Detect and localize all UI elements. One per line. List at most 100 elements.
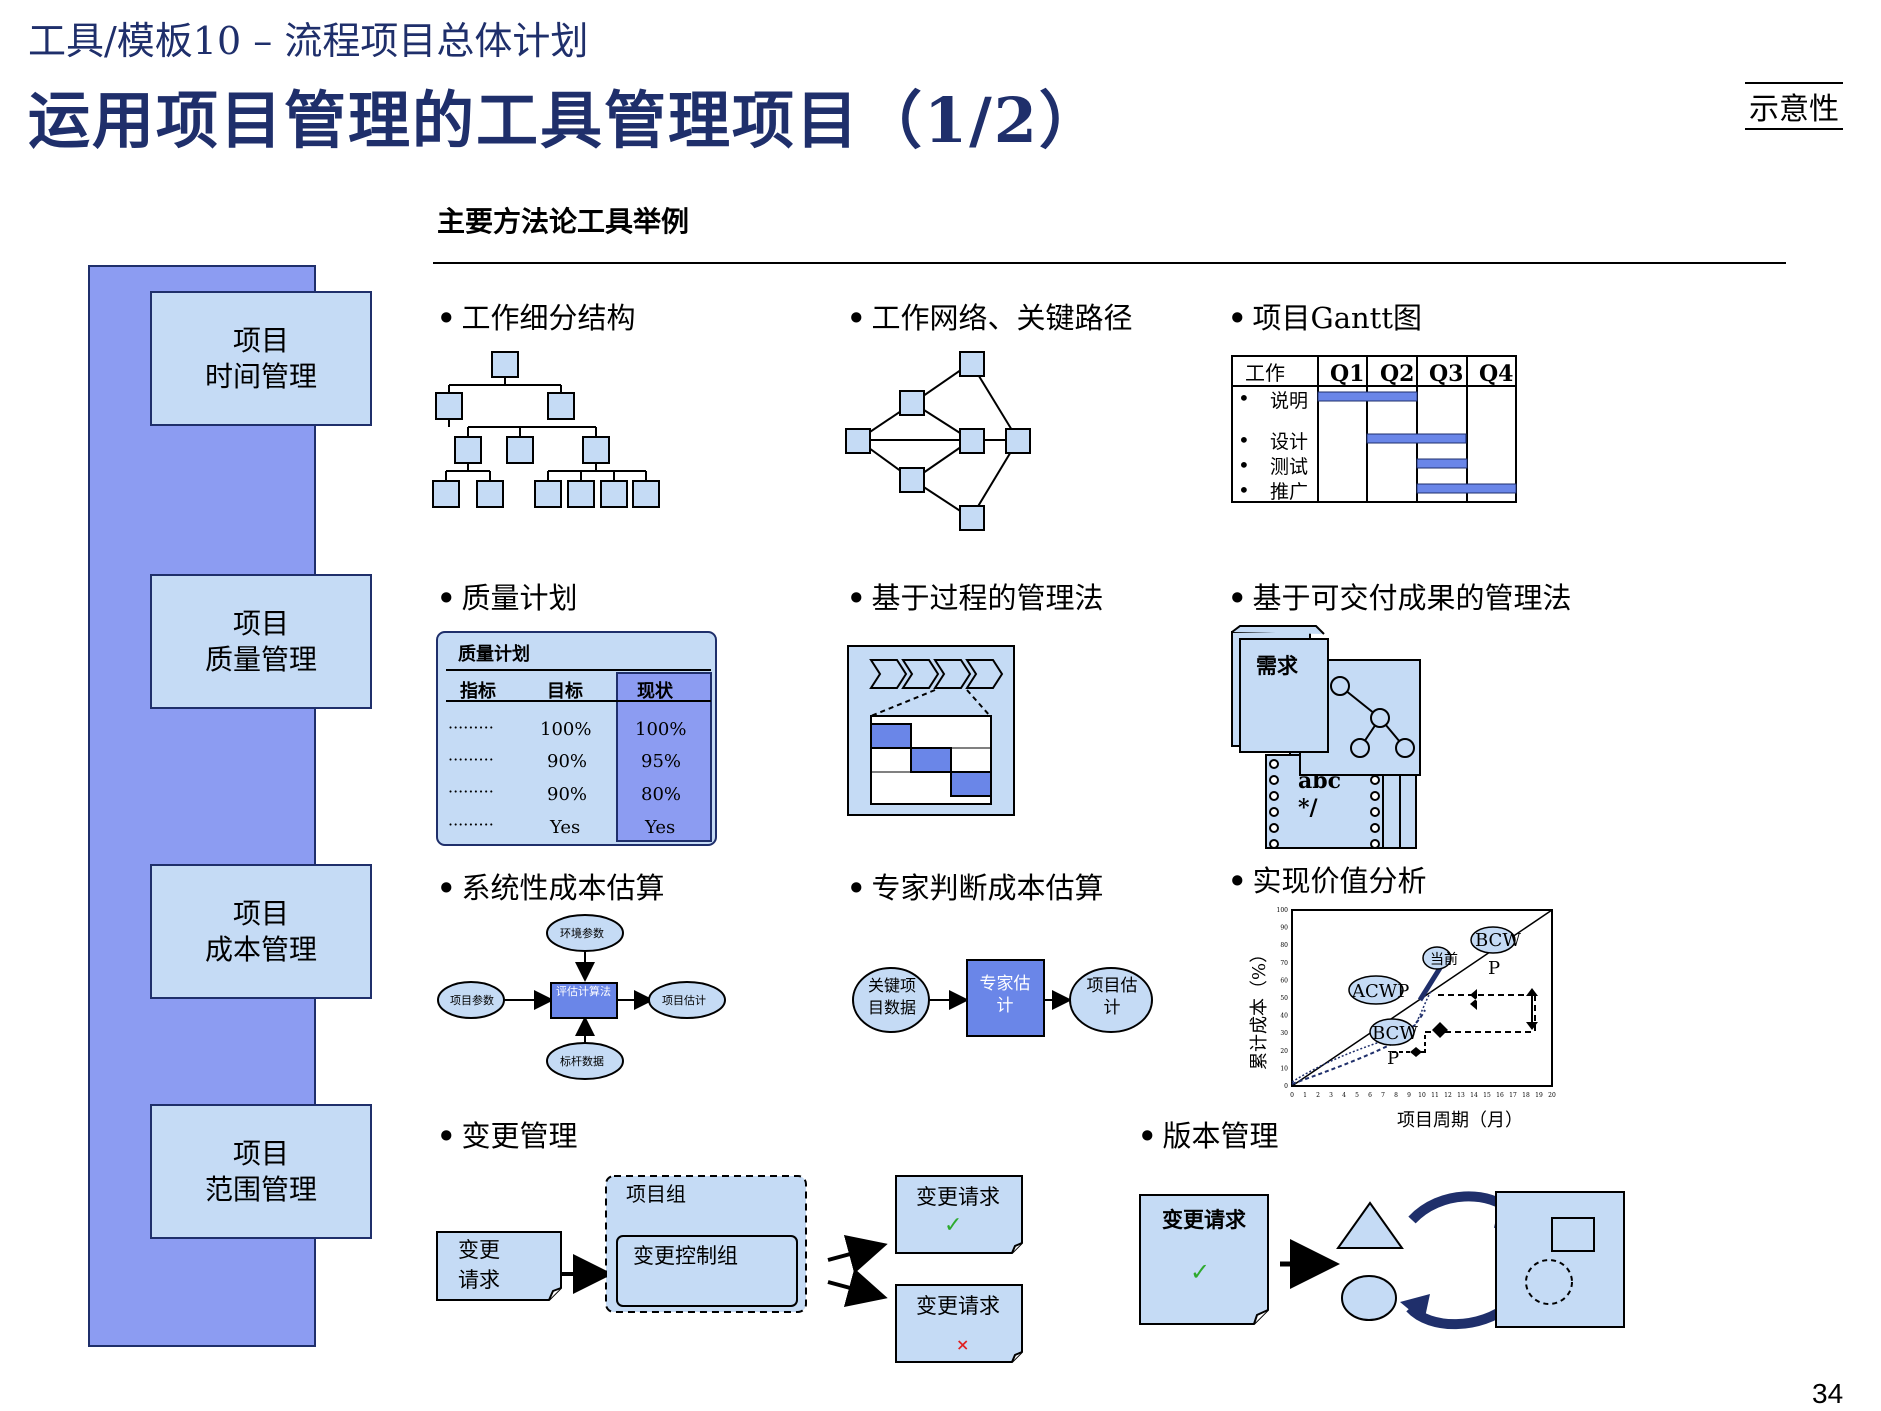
quality-header: 指标 [460, 680, 496, 702]
quality-cell: 95% [641, 751, 681, 772]
quality-header: 目标 [547, 680, 583, 702]
quality-cell: 80% [641, 784, 681, 805]
category-label: 项目 [232, 1136, 289, 1170]
check-icon: ✓ [944, 1213, 962, 1238]
tool-heading-version: •版本管理 [1138, 1119, 1279, 1153]
ev-x-tick: 15 [1483, 1092, 1491, 1099]
outcome-request-approved: 变更请求 [916, 1185, 1000, 1209]
gantt-header-q2: Q2 [1380, 361, 1414, 387]
deliverable-diagram: abc */ 需求 [1231, 625, 1421, 849]
wbs-diagram [432, 351, 660, 508]
ev-x-tick: 19 [1535, 1092, 1543, 1099]
tool-heading-change: •变更管理 [437, 1119, 578, 1153]
gantt-header-q1: Q1 [1330, 361, 1364, 387]
ev-x-tick: 6 [1368, 1092, 1372, 1099]
category-quality: 项目 质量管理 [150, 574, 372, 709]
svg-text:•: • [1238, 453, 1250, 477]
ev-y-tick: 0 [1284, 1083, 1288, 1090]
quality-table-title: 质量计划 [458, 643, 530, 665]
ev-y-tick: 40 [1280, 1013, 1288, 1020]
change-management-diagram: 变更 请求 项目组 变更控制组 变更请求 ✓ 变更请求 × [436, 1175, 1023, 1363]
illustrative-badge: 示意性 [1745, 82, 1843, 130]
cross-icon: × [956, 1335, 969, 1354]
category-label: 项目 [232, 323, 289, 357]
ev-x-tick: 10 [1418, 1092, 1426, 1099]
category-scope: 项目 范围管理 [150, 1104, 372, 1239]
gantt-header-q4: Q4 [1479, 361, 1513, 387]
quality-cell: 100% [635, 719, 686, 740]
category-cost: 项目 成本管理 [150, 864, 372, 999]
ev-x-tick: 3 [1329, 1092, 1333, 1099]
svg-text:•: • [1238, 386, 1250, 410]
tool-heading-earned-value: •实现价值分析 [1228, 864, 1427, 898]
ev-x-tick: 12 [1444, 1092, 1452, 1099]
ev-x-tick: 17 [1509, 1092, 1517, 1099]
quality-cell: ········· [448, 782, 494, 801]
requirement-doc-label: 需求 [1256, 653, 1298, 678]
gantt-header-q3: Q3 [1429, 361, 1463, 387]
tool-heading-wbs: •工作细分结构 [437, 301, 636, 335]
node-label: 项目估计 [1086, 976, 1138, 1018]
tool-heading-expert-cost: •专家判断成本估算 [847, 871, 1104, 905]
gantt-row-label: 测试 [1270, 456, 1308, 478]
section-divider [433, 262, 1786, 264]
ev-label-note: 当前 [1430, 951, 1458, 968]
check-icon: ✓ [1190, 1258, 1210, 1286]
ev-x-tick: 1 [1303, 1092, 1307, 1099]
change-board-label: 变更控制组 [633, 1244, 738, 1268]
ev-x-tick: 0 [1290, 1092, 1294, 1099]
node-label: 评估计算法 [556, 985, 611, 998]
ev-y-tick: 90 [1280, 925, 1288, 932]
process-diagram [847, 645, 1015, 816]
code-label: */ [1298, 795, 1319, 821]
quality-cell: ········· [448, 718, 494, 737]
ev-ylabel: 累计成本（%） [1249, 945, 1270, 1070]
quality-cell: Yes [644, 817, 675, 838]
ev-x-tick: 20 [1548, 1092, 1556, 1099]
ev-x-tick: 14 [1470, 1092, 1478, 1099]
quality-cell: 90% [547, 784, 587, 805]
ev-label-bcwp-suffix: P [1387, 1048, 1399, 1069]
gantt-row-label: 说明 [1270, 390, 1308, 412]
project-team-label: 项目组 [626, 1182, 686, 1206]
ev-y-tick: 70 [1280, 960, 1288, 967]
gantt-chart: 工作 Q1 Q2 Q3 Q4 •说明 •设计 •测试 •推广 [1231, 355, 1517, 503]
ev-y-tick: 60 [1280, 977, 1288, 984]
category-label: 项目 [232, 896, 289, 930]
ev-y-tick: 100 [1277, 907, 1289, 914]
network-diagram [845, 351, 1031, 531]
tool-heading-systematic-cost: •系统性成本估算 [437, 871, 665, 905]
quality-cell: ········· [448, 815, 494, 834]
tool-heading-quality-plan: •质量计划 [437, 581, 578, 615]
quality-cell: 100% [540, 719, 591, 740]
ev-label-bcws: BCW [1475, 930, 1521, 951]
ev-label-acwp: ACWP [1351, 981, 1409, 1002]
ev-y-tick: 30 [1280, 1030, 1288, 1037]
gantt-row-label: 推广 [1270, 481, 1308, 503]
ev-x-tick: 18 [1522, 1092, 1530, 1099]
svg-text:•: • [1238, 428, 1250, 452]
ev-x-tick: 7 [1381, 1092, 1385, 1099]
tool-heading-deliverable: •基于可交付成果的管理法 [1228, 581, 1572, 615]
ev-y-tick: 80 [1280, 942, 1288, 949]
ev-label-bcws-suffix: P [1488, 958, 1500, 979]
ev-x-tick: 13 [1457, 1092, 1465, 1099]
tool-heading-process: •基于过程的管理法 [847, 581, 1104, 615]
ev-y-tick: 10 [1280, 1065, 1288, 1072]
category-label: 成本管理 [204, 932, 317, 966]
ev-x-tick: 4 [1342, 1092, 1346, 1099]
ev-x-tick: 11 [1431, 1092, 1439, 1099]
outcome-request-rejected: 变更请求 [916, 1294, 1000, 1318]
node-label: 关键项目数据 [867, 976, 916, 1017]
ev-y-tick: 50 [1280, 995, 1288, 1002]
quality-cell: 90% [547, 751, 587, 772]
quality-plan-table: 质量计划 指标 目标 现状 ········· 100% 100% ······… [436, 631, 717, 846]
tool-heading-gantt: •项目Gantt图 [1228, 301, 1422, 335]
page-subtitle: 工具/模板10 – 流程项目总体计划 [28, 19, 589, 63]
category-label: 项目 [232, 606, 289, 640]
systematic-cost-diagram: 环境参数 项目参数 评估计算法 项目估计 标杆数据 [437, 914, 726, 1080]
version-management-diagram: 变更请求 ✓ [1139, 1191, 1625, 1330]
ev-x-tick: 2 [1316, 1092, 1320, 1099]
ev-x-tick: 9 [1407, 1092, 1411, 1099]
